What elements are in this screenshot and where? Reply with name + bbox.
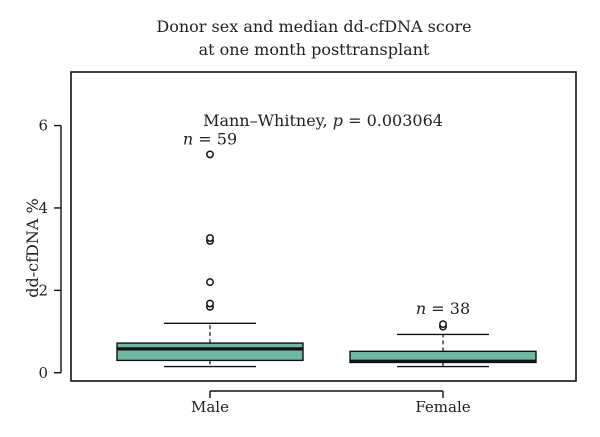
- box-body-male: [116, 342, 304, 362]
- outlier-point-male-2: [206, 299, 214, 308]
- y-axis-label: dd-cfDNA %: [23, 198, 42, 297]
- chart-title-line-2: at one month posttransplant: [199, 40, 430, 59]
- x-axis: Male Female: [191, 390, 471, 416]
- outlier-point-male-3: [206, 278, 214, 287]
- n-label-male: n = 59: [183, 129, 237, 148]
- n-label-symbol-male: n: [183, 129, 193, 148]
- n-label-symbol-female: n: [416, 299, 426, 318]
- y-axis: 0 2 4 6: [38, 117, 62, 382]
- outlier-point-female-2: [439, 320, 447, 329]
- n-label-value-female: = 38: [426, 299, 470, 318]
- annotation-prefix: Mann–Whitney,: [203, 111, 333, 130]
- box-male: n = 59: [116, 129, 304, 368]
- test-annotation: Mann–Whitney, p = 0.003064: [203, 111, 443, 130]
- y-tick-label-0: 0: [38, 364, 48, 382]
- box-female: n = 38: [349, 299, 537, 368]
- y-tick-label-2: 2: [38, 281, 48, 299]
- chart-title-line-1: Donor sex and median dd-cfDNA score: [156, 17, 471, 36]
- outlier-point-male-6: [206, 150, 214, 159]
- x-category-label-female: Female: [415, 398, 470, 416]
- y-tick-label-6: 6: [38, 117, 48, 135]
- annotation-p-symbol: p: [333, 111, 343, 130]
- n-label-value-male: = 59: [193, 129, 237, 148]
- box-group: n = 59n = 38: [116, 129, 537, 368]
- annotation-suffix: = 0.003064: [343, 111, 443, 130]
- outlier-point-male-5: [206, 234, 214, 242]
- x-category-label-male: Male: [191, 398, 229, 416]
- n-label-female: n = 38: [416, 299, 470, 318]
- y-tick-label-4: 4: [38, 199, 48, 217]
- plot-frame: [70, 71, 577, 382]
